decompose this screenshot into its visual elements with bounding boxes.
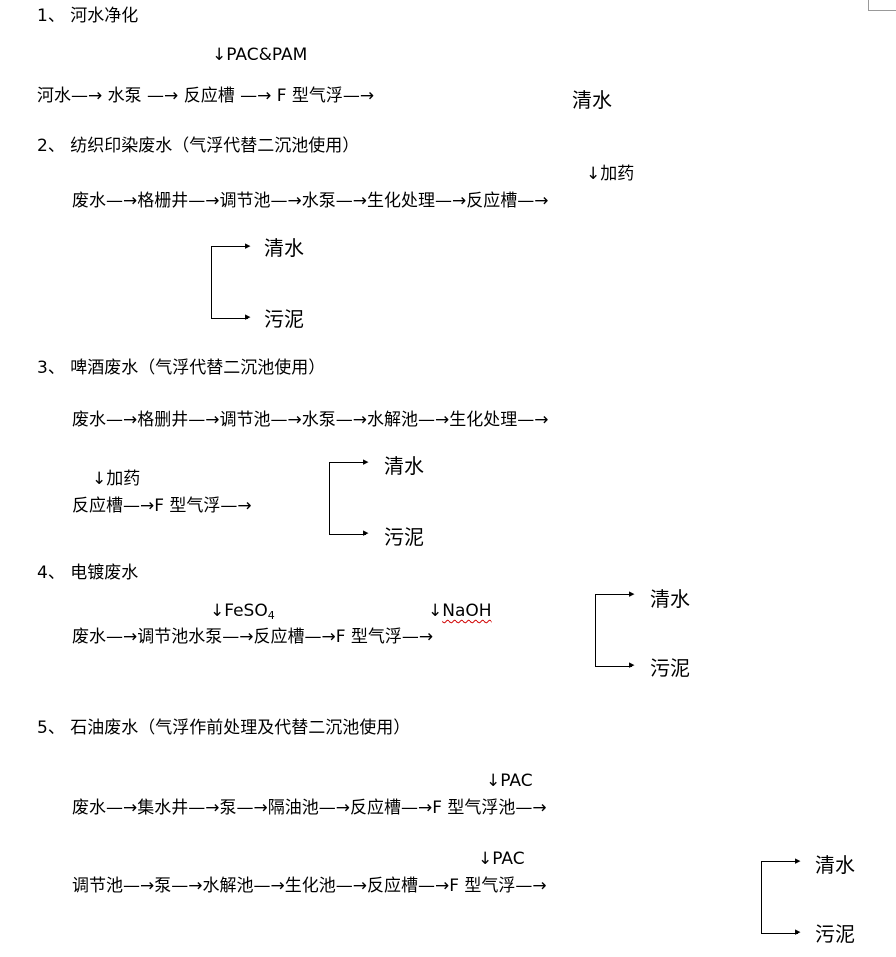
section-4-flow: 废水—→调节池水泵—→反应槽—→F 型气浮—→ [72,627,434,647]
section-1-heading: 1、 河水净化 [37,6,139,26]
section-5-bracket-arrow-top: ▸ [795,854,801,867]
section-2-flow: 废水—→格栅井—→调节池—→水泵—→生化处理—→反应槽—→ [72,191,549,211]
section-2-output-clear-water: 清水 [264,236,304,260]
section-4-output-sludge: 污泥 [650,656,690,680]
section-5-note-pac-2: ↓PAC [478,849,525,869]
page-corner-mark-h [868,10,896,11]
section-3-heading: 3、 啤酒废水（气浮代替二沉池使用） [37,358,326,378]
section-1-flow: 河水—→ 水泵 —→ 反应槽 —→ F 型气浮—→ [37,86,375,106]
section-2-note-dosing: ↓加药 [586,164,635,184]
section-4-output-clear-water: 清水 [650,587,690,611]
section-5-flow-line-1: 废水—→集水井—→泵—→隔油池—→反应槽—→F 型气浮池—→ [72,798,547,818]
section-3-bracket-arrow-top: ▸ [363,455,369,468]
section-2-output-sludge: 污泥 [264,307,304,331]
page-corner-mark [868,0,869,10]
section-3-output-sludge: 污泥 [384,525,424,549]
section-4-split-bracket [595,594,632,667]
section-3-flow-line-2: 反应槽—→F 型气浮—→ [72,496,252,516]
section-3-note-dosing: ↓加药 [92,469,141,489]
section-2-heading: 2、 纺织印染废水（气浮代替二沉池使用） [37,136,360,156]
section-3-bracket-arrow-bottom: ▸ [363,526,369,539]
section-5-heading: 5、 石油废水（气浮作前处理及代替二沉池使用） [37,718,411,738]
section-4-note-naoh-text: NaOH [442,601,492,621]
section-3-flow-line-1: 废水—→格删井—→调节池—→水泵—→水解池—→生化处理—→ [72,410,549,430]
section-4-note-naoh-arrow: ↓ [428,601,443,621]
section-4-note-feso4-subscript: 4 [267,609,275,622]
section-3-split-bracket [329,462,366,535]
section-2-bracket-arrow-top: ▸ [245,239,251,252]
section-4-note-feso4: ↓FeSO4 [210,601,275,622]
section-2-bracket-arrow-bottom: ▸ [245,310,251,323]
section-4-heading: 4、 电镀废水 [37,563,139,583]
section-5-output-sludge: 污泥 [815,922,855,946]
section-5-bracket-arrow-bottom: ▸ [795,925,801,938]
section-5-split-bracket [761,861,798,934]
section-5-output-clear-water: 清水 [815,853,855,877]
section-1-note-pac-pam: ↓PAC&PAM [212,45,308,65]
section-3-output-clear-water: 清水 [384,454,424,478]
section-4-note-naoh: ↓NaOH [428,603,492,620]
section-5-note-pac-1: ↓PAC [486,771,533,791]
section-4-bracket-arrow-top: ▸ [629,587,635,600]
section-1-output-clear-water: 清水 [572,88,612,112]
section-5-flow-line-2: 调节池—→泵—→水解池—→生化池—→反应槽—→F 型气浮—→ [72,876,547,896]
section-2-split-bracket [211,246,248,319]
section-4-bracket-arrow-bottom: ▸ [629,658,635,671]
